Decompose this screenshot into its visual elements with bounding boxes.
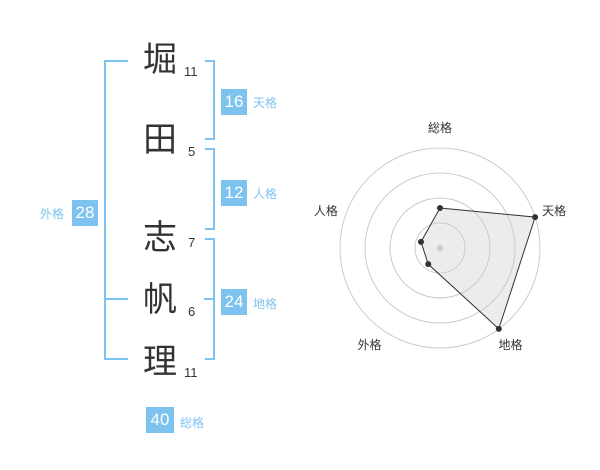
tenkaku-bracket [205,60,215,140]
chikaku-inner-tick [204,298,215,300]
gaikaku-inner-tick [104,298,128,300]
radar-axis-label-5: 人格 [314,203,338,218]
stroke-count-4: 6 [188,304,196,319]
radar-polygon [420,207,536,330]
radar-point-2 [532,214,539,221]
gaikaku-bracket [104,60,128,360]
radar-ring [339,147,541,349]
gaikaku-label: 外格 [40,207,65,221]
radar-point-3 [495,325,502,332]
jinkaku-label: 人格 [253,187,278,201]
name-char-4: 帆 [143,280,177,320]
radar-axis-label-3: 地格 [499,337,523,352]
radar-axis-label-1: 総格 [428,120,452,135]
stroke-count-5: 11 [184,365,198,380]
name-char-1: 堀 [143,40,177,80]
radar-point-1 [437,205,443,211]
soukaku-label: 総格 [180,416,205,430]
name-char-3: 志 [143,218,177,258]
radar-axis-label-2: 天格 [542,203,566,218]
radar-point-5 [417,238,424,245]
soukaku-value: 40 [146,407,174,433]
chikaku-label: 地格 [253,297,278,311]
radar-ring [364,172,516,324]
name-char-5: 理 [143,342,177,382]
jinkaku-value: 12 [221,180,247,206]
radar-axis-label-4: 外格 [357,337,381,352]
radar-ring [389,197,491,299]
stroke-count-2: 5 [188,144,196,159]
name-char-2: 田 [143,120,177,160]
jinkaku-bracket [205,148,215,230]
chikaku-value: 24 [221,289,247,315]
stroke-count-3: 7 [188,235,196,250]
radar-ring [414,222,466,274]
tenkaku-label: 天格 [253,96,278,110]
radar-point-4 [425,261,432,268]
tenkaku-value: 16 [221,89,247,115]
stroke-count-1: 11 [184,64,198,79]
gaikaku-value: 28 [72,200,98,226]
radar-center [437,245,443,251]
